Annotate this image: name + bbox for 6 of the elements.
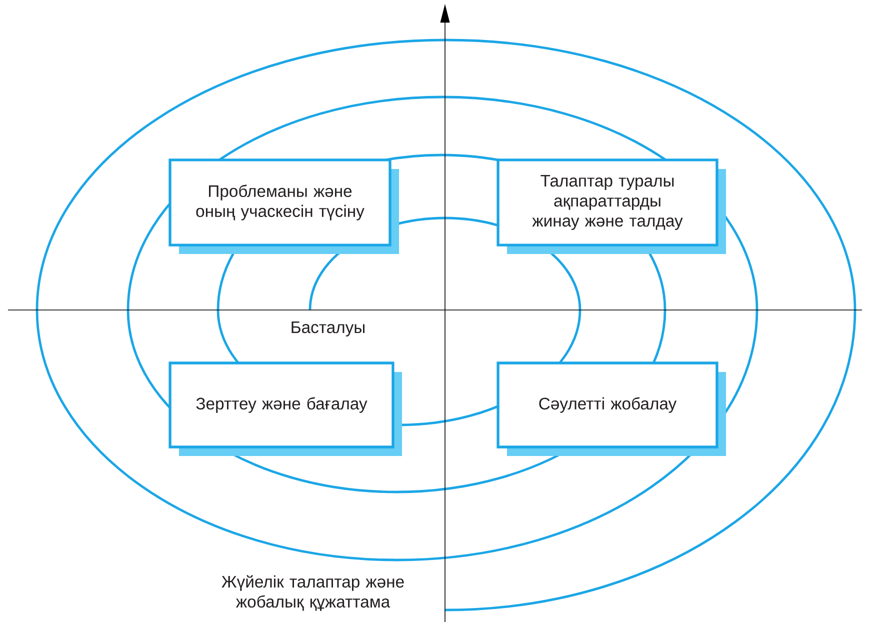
process-box: Сәулетті жобалау <box>496 362 726 456</box>
text-label: Жүйелік талаптар және жобалық құжаттама <box>222 575 404 611</box>
text-label: Басталуы <box>292 322 364 336</box>
process-box: Проблеманы және оның учаскесін түсіну <box>168 158 399 254</box>
process-box: Талаптар туралы ақпараттарды жинау және талдау <box>496 158 726 254</box>
process-box: Зерттеу және бағалау <box>168 362 402 456</box>
